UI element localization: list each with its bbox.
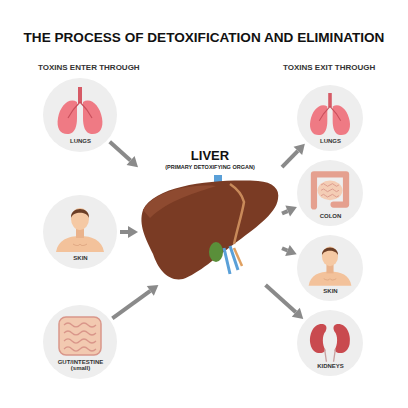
colon-illustration-part xyxy=(321,194,339,197)
skin-illustration-part xyxy=(324,279,336,280)
gut-illustration-part xyxy=(64,339,96,343)
flow-arrow xyxy=(282,144,305,167)
organ-circle: LUNGS xyxy=(43,78,117,152)
organ-circle: COLON xyxy=(297,160,363,226)
flow-arrow xyxy=(282,206,297,217)
organ-label: SKIN xyxy=(51,255,110,262)
organ-circle: SKIN xyxy=(297,235,363,301)
flow-arrow-part xyxy=(112,291,150,319)
gut-illustration-part xyxy=(64,323,96,327)
skin-illustration-part xyxy=(322,247,338,267)
lungs-illustration-part xyxy=(310,105,327,135)
flow-arrow-part xyxy=(294,144,305,155)
gut-illustration-part xyxy=(64,347,96,351)
flow-arrow-part xyxy=(285,245,297,256)
organ-label: COLON xyxy=(304,213,357,220)
organ-circle: SKIN xyxy=(43,195,117,269)
skin-illustration-part xyxy=(322,247,338,255)
flow-arrow xyxy=(110,142,138,167)
colon-illustration-part xyxy=(314,174,346,206)
flow-arrow-part xyxy=(282,211,288,213)
skin-illustration-part xyxy=(71,208,89,230)
liver-illustration-part xyxy=(141,181,278,280)
kidneys-illustration-part xyxy=(310,324,326,353)
flow-arrow xyxy=(266,285,304,319)
flow-arrow-part xyxy=(127,156,138,167)
organ-label: GUT/INTESTINE (small) xyxy=(51,359,110,372)
flow-arrow-part xyxy=(282,248,287,250)
gut-illustration-part xyxy=(59,317,101,355)
colon-illustration-part xyxy=(321,184,339,187)
lungs-illustration-part xyxy=(58,101,77,135)
flow-arrow-part xyxy=(128,226,138,238)
lungs-illustration-part xyxy=(328,93,332,107)
organ-circle: GUT/INTESTINE (small) xyxy=(43,305,117,379)
colon-illustration-part xyxy=(318,181,343,201)
flow-arrow-part xyxy=(147,285,159,296)
organ-label: LUNGS xyxy=(304,138,357,145)
organ-circle: KIDNEYS xyxy=(297,310,363,376)
colon-illustration-part xyxy=(321,189,339,192)
flow-arrow-part xyxy=(110,142,131,161)
title: THE PROCESS OF DETOXIFICATION AND ELIMIN… xyxy=(0,30,408,45)
kidneys-illustration-part xyxy=(334,324,350,353)
lungs-illustration-part xyxy=(319,106,340,120)
lungs-illustration-part xyxy=(68,102,92,118)
organ-label: LUNGS xyxy=(51,138,110,145)
liver-organ: LIVER(PRIMARY DETOXIFYING ORGAN) xyxy=(138,148,282,285)
skin-illustration-part xyxy=(73,244,87,246)
flow-arrow-part xyxy=(266,285,296,312)
flow-arrow-part xyxy=(292,308,303,319)
liver-illustration-part xyxy=(234,248,242,266)
skin-illustration-part xyxy=(71,209,89,218)
kidneys-illustration-part xyxy=(325,349,336,361)
flow-arrow-part xyxy=(120,230,128,234)
column-heading: TOXINS ENTER THROUGH xyxy=(38,63,140,72)
liver-illustration-part xyxy=(209,242,223,262)
flow-arrow xyxy=(120,226,138,238)
organ-label: KIDNEYS xyxy=(304,363,357,370)
flow-arrow-part xyxy=(282,151,298,167)
gut-illustration-part xyxy=(64,331,96,335)
lungs-illustration-part xyxy=(78,87,82,103)
organ-circle: LUNGS xyxy=(297,85,363,151)
column-heading: TOXINS EXIT THROUGH xyxy=(283,63,375,72)
liver-illustration-part xyxy=(230,184,244,244)
flow-arrow xyxy=(112,285,158,318)
skin-illustration-part xyxy=(56,236,104,252)
liver-illustration-part xyxy=(143,186,216,218)
organ-name: LIVER xyxy=(138,148,282,163)
organ-subtitle: (PRIMARY DETOXIFYING ORGAN) xyxy=(138,163,282,171)
skin-illustration-part xyxy=(309,272,352,286)
liver-heading: LIVER(PRIMARY DETOXIFYING ORGAN) xyxy=(138,148,282,171)
lungs-illustration-part xyxy=(83,101,102,135)
flow-arrow xyxy=(282,245,297,256)
lungs-illustration-part xyxy=(333,105,350,135)
flow-arrow-part xyxy=(285,206,297,217)
organ-label: SKIN xyxy=(304,288,357,295)
